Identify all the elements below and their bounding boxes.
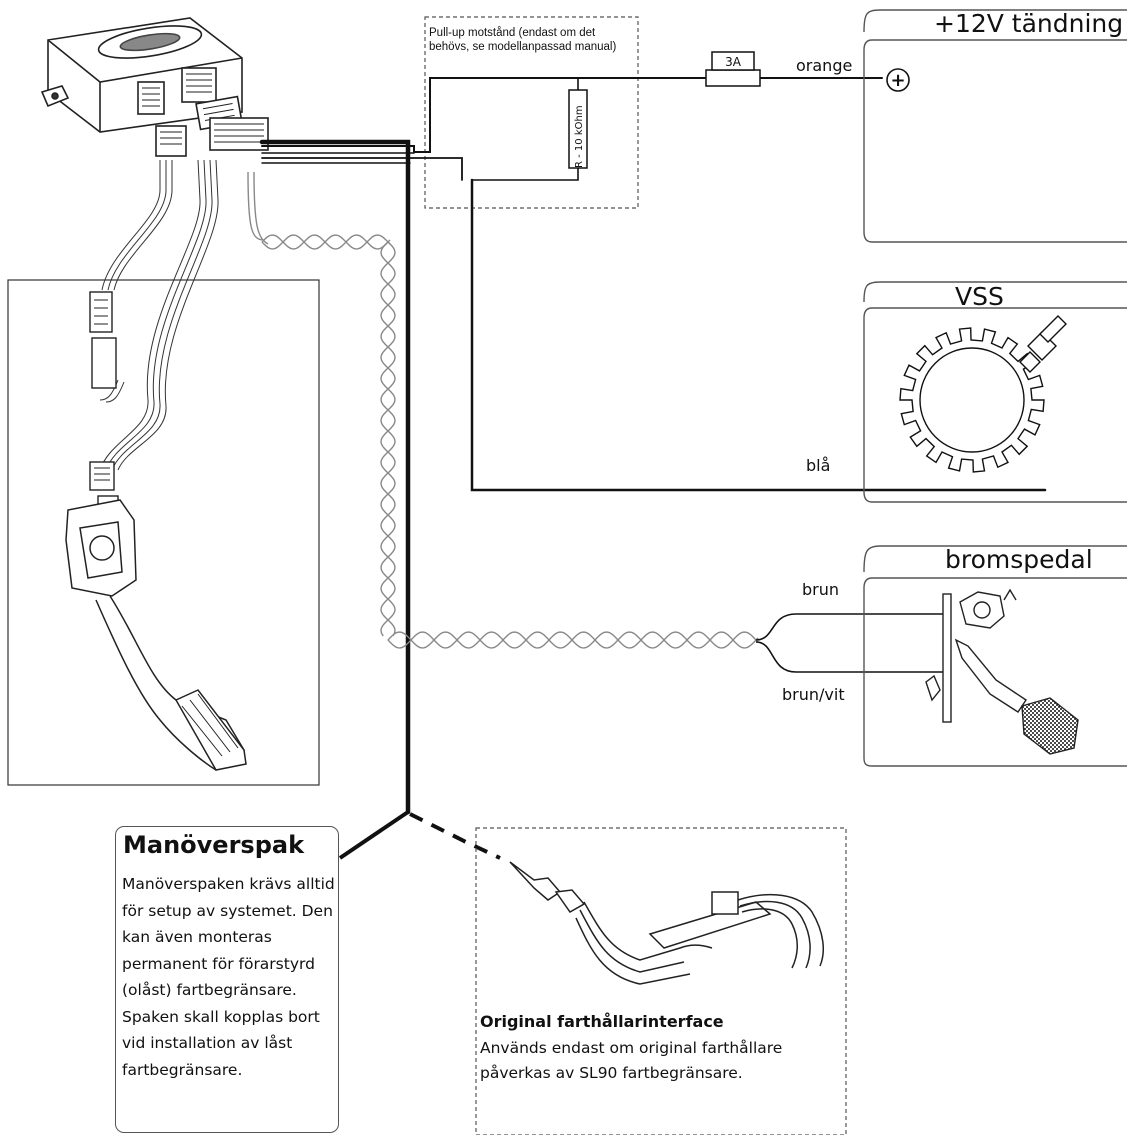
accelerator-pedal-box [7,279,320,786]
twisted-pair-cable [247,171,945,673]
plus-symbol: + [890,70,905,91]
control-unit-icon [40,17,269,157]
interface-body: Används endast om original farthållare p… [480,1039,783,1082]
blue-wire-label: blå [806,456,831,475]
reluctor-ring-icon [899,327,1045,473]
vss-title-tab [863,281,1127,303]
fuse-icon [705,51,761,87]
lever-callout-title: Manöverspak [123,831,305,859]
brake-title-tab [863,545,1127,573]
orange-wire-label: orange [796,56,853,75]
vss-panel [863,307,1127,503]
plus-terminal-icon [886,68,910,92]
interface-title: Original farthållarinterface [480,1012,724,1031]
lever-callout-body: Manöverspaken krävs alltid för setup av … [122,875,335,1079]
brake-panel [863,577,1127,767]
resistor-icon [568,89,588,169]
resistor-label: R - 10 kOhm [574,105,585,168]
connector-icon [89,291,119,519]
pullup-note: Pull-up motstånd (endast om det behövs, … [429,27,617,53]
interface-box [475,827,847,1136]
brown-wire-label: brun [802,580,840,599]
vss-title: VSS [955,282,1004,311]
pedal-harness [99,159,219,471]
lever-callout: Manöverspak Manöverspaken krävs alltid f… [115,826,339,1133]
fuse-label: 3A [725,55,742,69]
lever-cable [338,810,501,860]
harness-wires [259,77,1047,815]
ignition-title-tab [863,9,1127,33]
accelerator-pedal-icon [65,499,247,771]
brown-white-wire-label: brun/vit [782,685,845,704]
cruise-interface-cable-icon [509,861,825,985]
ignition-panel [863,39,1127,243]
brake-title: bromspedal [945,545,1093,574]
pullup-box [424,16,639,209]
brake-pedal-icon [925,588,1079,755]
sensor-plug-icon [1019,315,1067,373]
ignition-title: +12V tändning [934,9,1124,38]
